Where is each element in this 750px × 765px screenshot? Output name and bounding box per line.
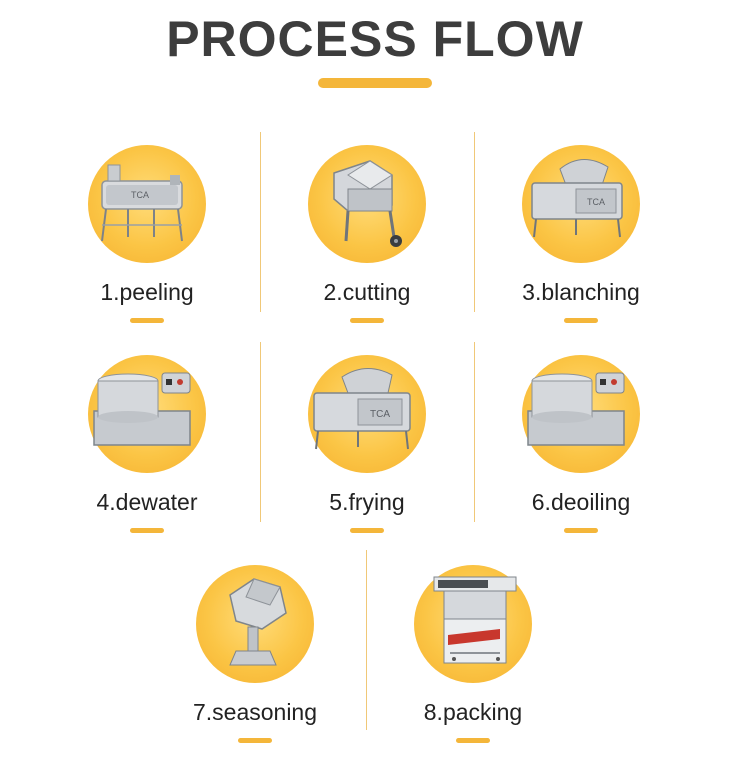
divider	[474, 342, 475, 522]
step-underline	[564, 318, 598, 323]
cutting-machine-icon	[308, 145, 426, 263]
dewatering-machine-icon	[88, 355, 206, 473]
step-label: 6.deoiling	[531, 489, 631, 515]
brand-mark: TCA	[131, 190, 149, 200]
process-step-dewater: 4.dewater	[47, 355, 247, 555]
step-label: 4.dewater	[96, 489, 198, 515]
divider	[260, 342, 261, 522]
blanching-machine-icon: TCA	[522, 145, 640, 263]
frying-machine-icon: TCA	[308, 355, 426, 473]
process-step-peeling: TCA 1.peeling	[47, 145, 247, 345]
step-underline	[456, 738, 490, 743]
brand-mark: TCA	[370, 409, 390, 420]
deoiling-machine-icon	[522, 355, 640, 473]
process-step-cutting: 2.cutting	[267, 145, 467, 345]
step-underline	[350, 528, 384, 533]
step-label: 2.cutting	[323, 279, 411, 305]
step-label: 3.blanching	[522, 279, 640, 305]
divider	[366, 550, 367, 730]
brand-mark: TCA	[587, 197, 605, 207]
process-step-blanching: TCA 3.blanching	[481, 145, 681, 345]
step-label: 7.seasoning	[192, 699, 318, 725]
process-step-packing: 8.packing	[373, 565, 573, 765]
divider	[260, 132, 261, 312]
step-label: 1.peeling	[100, 279, 194, 305]
packing-machine-icon	[414, 565, 532, 683]
process-step-deoiling: 6.deoiling	[481, 355, 681, 555]
process-step-frying: TCA 5.frying	[267, 355, 467, 555]
title-underline	[318, 78, 432, 88]
step-label: 8.packing	[423, 699, 523, 725]
peeling-machine-icon: TCA	[88, 145, 206, 263]
step-underline	[130, 318, 164, 323]
step-label: 5.frying	[329, 489, 405, 515]
step-underline	[350, 318, 384, 323]
divider	[474, 132, 475, 312]
process-step-seasoning: 7.seasoning	[155, 565, 355, 765]
step-underline	[130, 528, 164, 533]
step-underline	[238, 738, 272, 743]
step-underline	[564, 528, 598, 533]
page-title: PROCESS FLOW	[166, 11, 584, 67]
seasoning-machine-icon	[196, 565, 314, 683]
